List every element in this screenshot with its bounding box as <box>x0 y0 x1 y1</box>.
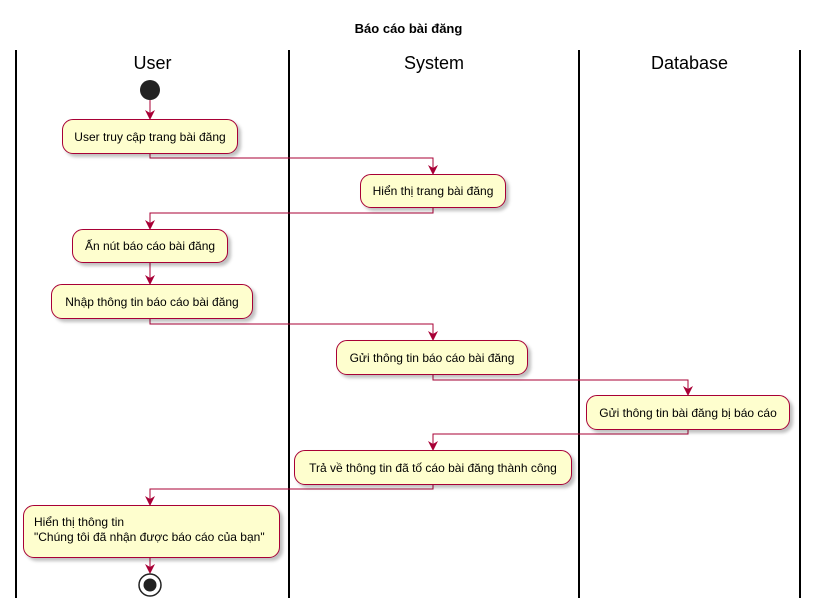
lane-title-system: System <box>403 53 464 73</box>
lane-title-database: Database <box>650 53 729 73</box>
arrow-return-to-display <box>145 485 434 506</box>
start-node <box>140 80 160 100</box>
activity-system-return-success: Trả về thông tin đã tố cáo bài đăng thàn… <box>294 450 572 485</box>
activity-database-send-post: Gửi thông tin bài đăng bị báo cáo <box>586 395 790 430</box>
lane-title-user: User <box>133 53 172 73</box>
arrow-access-to-show <box>149 154 438 175</box>
arrow-send-to-database <box>432 375 693 396</box>
activity-user-click-report: Ấn nút báo cáo bài đăng <box>72 229 228 263</box>
activity-user-display-message: Hiển thị thông tin "Chúng tôi đã nhận đư… <box>23 505 280 558</box>
end-node-inner <box>143 578 157 592</box>
diagram-title: Báo cáo bài đăng <box>354 21 463 36</box>
activity-system-show-page: Hiển thị trang bài đăng <box>360 174 506 208</box>
activity-user-input-report: Nhập thông tin báo cáo bài đăng <box>51 284 253 319</box>
arrow-database-to-return <box>428 430 689 451</box>
activity-user-access-page: User truy cập trang bài đăng <box>62 119 238 154</box>
arrow-show-to-click <box>145 208 434 230</box>
activity-system-send-report: Gửi thông tin báo cáo bài đăng <box>336 340 528 375</box>
arrow-input-to-send <box>149 319 438 341</box>
